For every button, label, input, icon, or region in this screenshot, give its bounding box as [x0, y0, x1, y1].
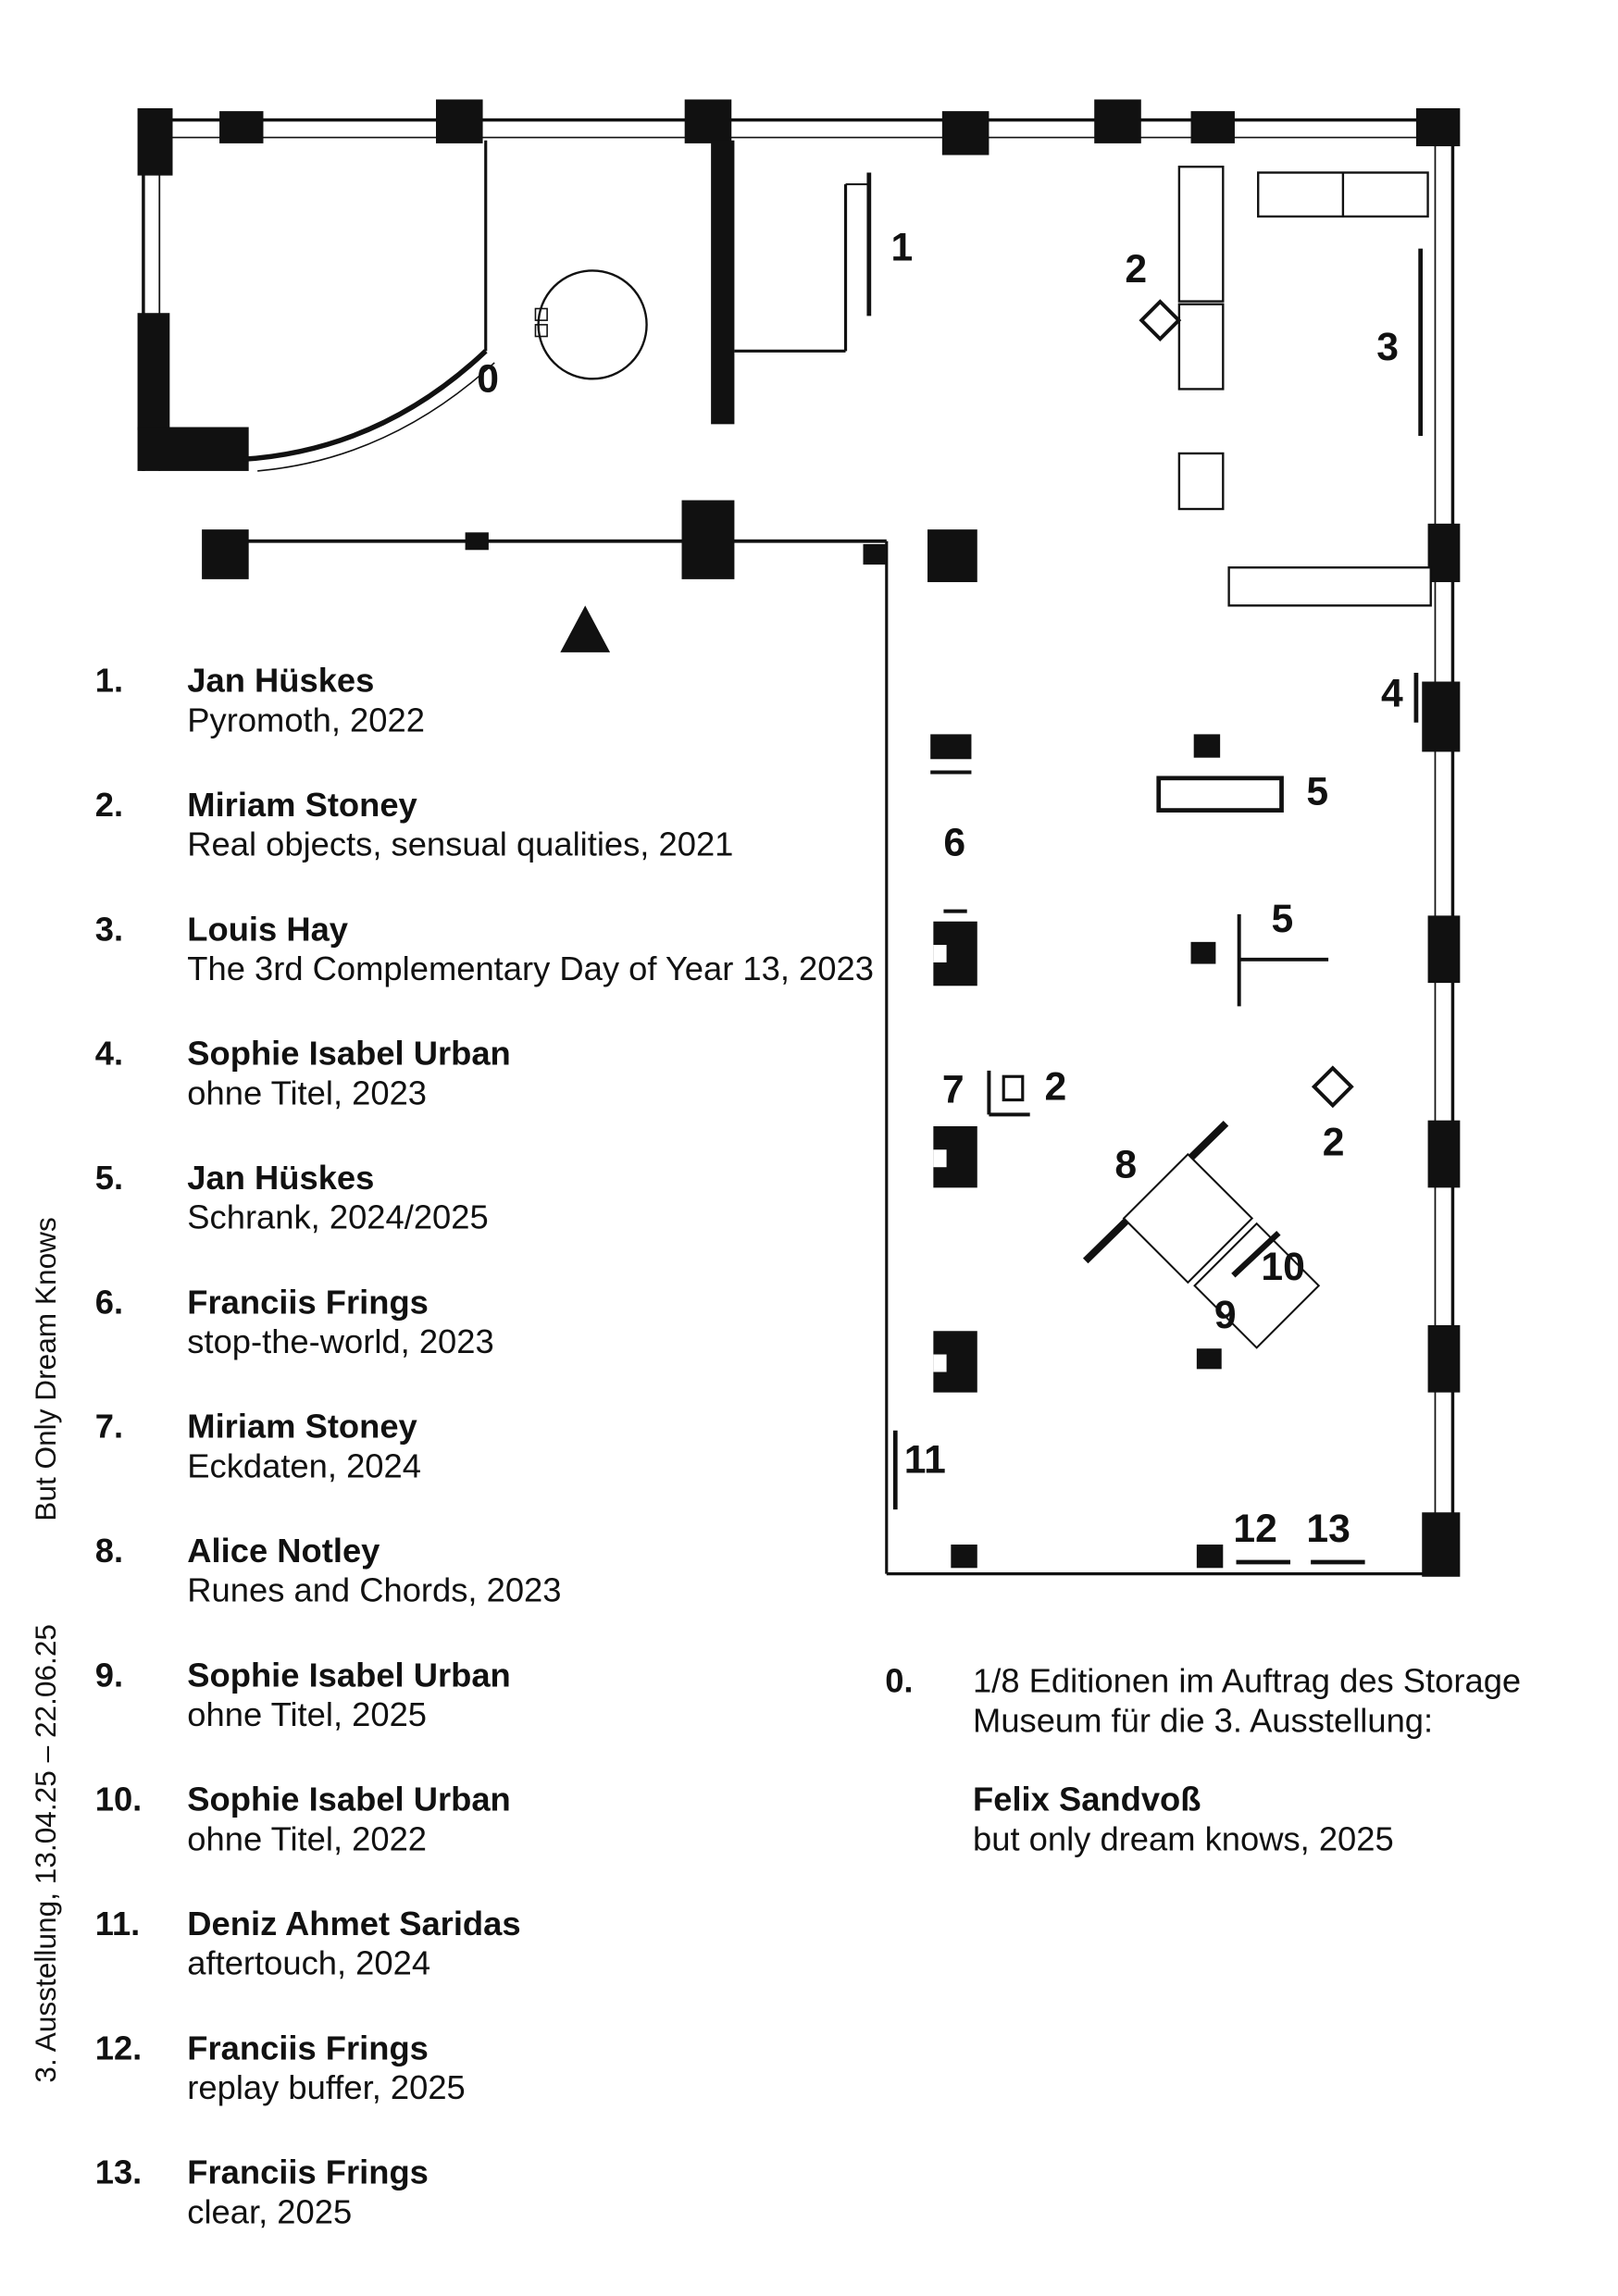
- legend-item: 3. Louis Hay The 3rd Complementary Day o…: [95, 910, 944, 988]
- legend-item: 8. Alice Notley Runes and Chords, 2023: [95, 1532, 944, 1610]
- legend-work: ohne Titel, 2025: [187, 1694, 428, 1733]
- legend-item: 5. Jan Hüskes Schrank, 2024/2025: [95, 1159, 944, 1237]
- legend-number: 4.: [94, 1034, 124, 1073]
- legend-work: Runes and Chords, 2023: [187, 1570, 562, 1609]
- legend-work: ohne Titel, 2023: [187, 1074, 428, 1112]
- legend-number: 13.: [94, 2153, 143, 2191]
- legend-work: stop-the-world, 2023: [187, 1322, 494, 1360]
- exterior-walls: [137, 99, 1461, 1577]
- legend-work: replay buffer, 2025: [187, 2067, 466, 2106]
- edition-note: 0. 1/8 Editionen im Auftrag des Storage …: [885, 1661, 1587, 1858]
- legend-work: Schrank, 2024/2025: [187, 1198, 489, 1236]
- interior-columns: [927, 529, 1224, 1569]
- legend-work: The 3rd Complementary Day of Year 13, 20…: [187, 949, 874, 987]
- plan-label-1: 1: [890, 225, 914, 269]
- legend-number: 12.: [94, 2029, 143, 2067]
- plan-label-6: 6: [943, 820, 966, 865]
- legend-work: Real objects, sensual qualities, 2021: [187, 825, 734, 863]
- plan-label-0: 0: [477, 356, 499, 402]
- legend-artist: Franciis Frings: [187, 2029, 429, 2067]
- edition-artist: Felix Sandvoß: [973, 1780, 1201, 1818]
- legend-artist: Miriam Stoney: [187, 785, 417, 824]
- legend-artist: Sophie Isabel Urban: [187, 1656, 511, 1694]
- legend-number: 5.: [94, 1158, 124, 1197]
- legend-item: 13. Franciis Frings clear, 2025: [95, 2153, 944, 2231]
- edition-line1: 1/8 Editionen im Auftrag des Storage: [973, 1661, 1522, 1700]
- legend-artist: Jan Hüskes: [187, 661, 375, 700]
- edition-work: but only dream knows, 2025: [973, 1819, 1394, 1858]
- legend-number: 10.: [94, 1780, 143, 1818]
- plan-label-4: 4: [1380, 671, 1403, 715]
- round-table: [534, 269, 648, 380]
- legend-number: 6.: [94, 1283, 124, 1322]
- exhibition-dates-vertical: 3. Ausstellung, 13.04.25 – 22.06.25: [31, 1623, 63, 2083]
- legend-artist: Franciis Frings: [187, 1283, 429, 1322]
- legend-artist: Deniz Ahmet Saridas: [187, 1904, 521, 1942]
- plan-label-2c: 2: [1322, 1120, 1345, 1165]
- legend-number: 11.: [94, 1904, 141, 1942]
- legend-item: 2. Miriam Stoney Real objects, sensual q…: [95, 786, 944, 864]
- legend-artist: Sophie Isabel Urban: [187, 1034, 511, 1073]
- artwork-legend: 1. Jan Hüskes Pyromoth, 2022 2. Miriam S…: [95, 661, 944, 2277]
- plan-label-3: 3: [1376, 324, 1400, 369]
- legend-number: 7.: [94, 1407, 124, 1446]
- legend-item: 12. Franciis Frings replay buffer, 2025: [95, 2029, 944, 2107]
- plan-label-5: 5: [1306, 769, 1329, 813]
- legend-item: 6. Franciis Frings stop-the-world, 2023: [95, 1283, 944, 1361]
- plan-label-9: 9: [1214, 1293, 1237, 1337]
- legend-work: Eckdaten, 2024: [187, 1446, 421, 1485]
- plan-label-2: 2: [1125, 247, 1148, 292]
- legend-number: 8.: [94, 1531, 124, 1570]
- legend-item: 1. Jan Hüskes Pyromoth, 2022: [95, 661, 944, 739]
- interior-partitions: [484, 140, 869, 353]
- legend-number: 1.: [94, 661, 124, 700]
- plan-label-2b: 2: [1044, 1064, 1067, 1110]
- plan-label-13: 13: [1306, 1506, 1350, 1551]
- legend-item: 11. Deniz Ahmet Saridas aftertouch, 2024: [95, 1905, 944, 1983]
- plan-label-7: 7: [941, 1067, 965, 1112]
- legend-item: 9. Sophie Isabel Urban ohne Titel, 2025: [95, 1656, 944, 1734]
- artwork-markers: [866, 172, 1424, 1565]
- legend-artist: Sophie Isabel Urban: [187, 1780, 511, 1818]
- furniture: [1177, 165, 1432, 607]
- legend-number: 9.: [94, 1656, 124, 1694]
- legend-number: 2.: [94, 785, 124, 824]
- legend-number: 3.: [94, 910, 124, 949]
- legend-item: 4. Sophie Isabel Urban ohne Titel, 2023: [95, 1034, 944, 1112]
- edition-line2: Museum für die 3. Ausstellung:: [973, 1701, 1434, 1740]
- legend-item: 10. Sophie Isabel Urban ohne Titel, 2022: [95, 1780, 944, 1858]
- north-arrow: [560, 605, 611, 652]
- plan-label-8: 8: [1114, 1142, 1138, 1186]
- legend-artist: Alice Notley: [187, 1531, 380, 1570]
- legend-artist: Miriam Stoney: [187, 1407, 417, 1446]
- legend-work: clear, 2025: [187, 2192, 353, 2231]
- plan-label-10: 10: [1261, 1245, 1305, 1289]
- exhibition-title-vertical: But Only Dream Knows: [31, 1217, 63, 1521]
- legend-artist: Jan Hüskes: [187, 1158, 375, 1197]
- legend-work: ohne Titel, 2022: [187, 1819, 428, 1858]
- plan-label-11: 11: [903, 1437, 946, 1483]
- legend-artist: Louis Hay: [187, 910, 349, 949]
- legend-artist: Franciis Frings: [187, 2153, 429, 2191]
- legend-item: 7. Miriam Stoney Eckdaten, 2024: [95, 1407, 944, 1485]
- legend-work: aftertouch, 2024: [187, 1943, 431, 1982]
- plan-label-12: 12: [1233, 1506, 1277, 1551]
- entrance-curve: [243, 349, 495, 472]
- edition-number: 0.: [885, 1661, 914, 1700]
- legend-work: Pyromoth, 2022: [187, 701, 425, 739]
- plan-label-5b: 5: [1271, 896, 1294, 941]
